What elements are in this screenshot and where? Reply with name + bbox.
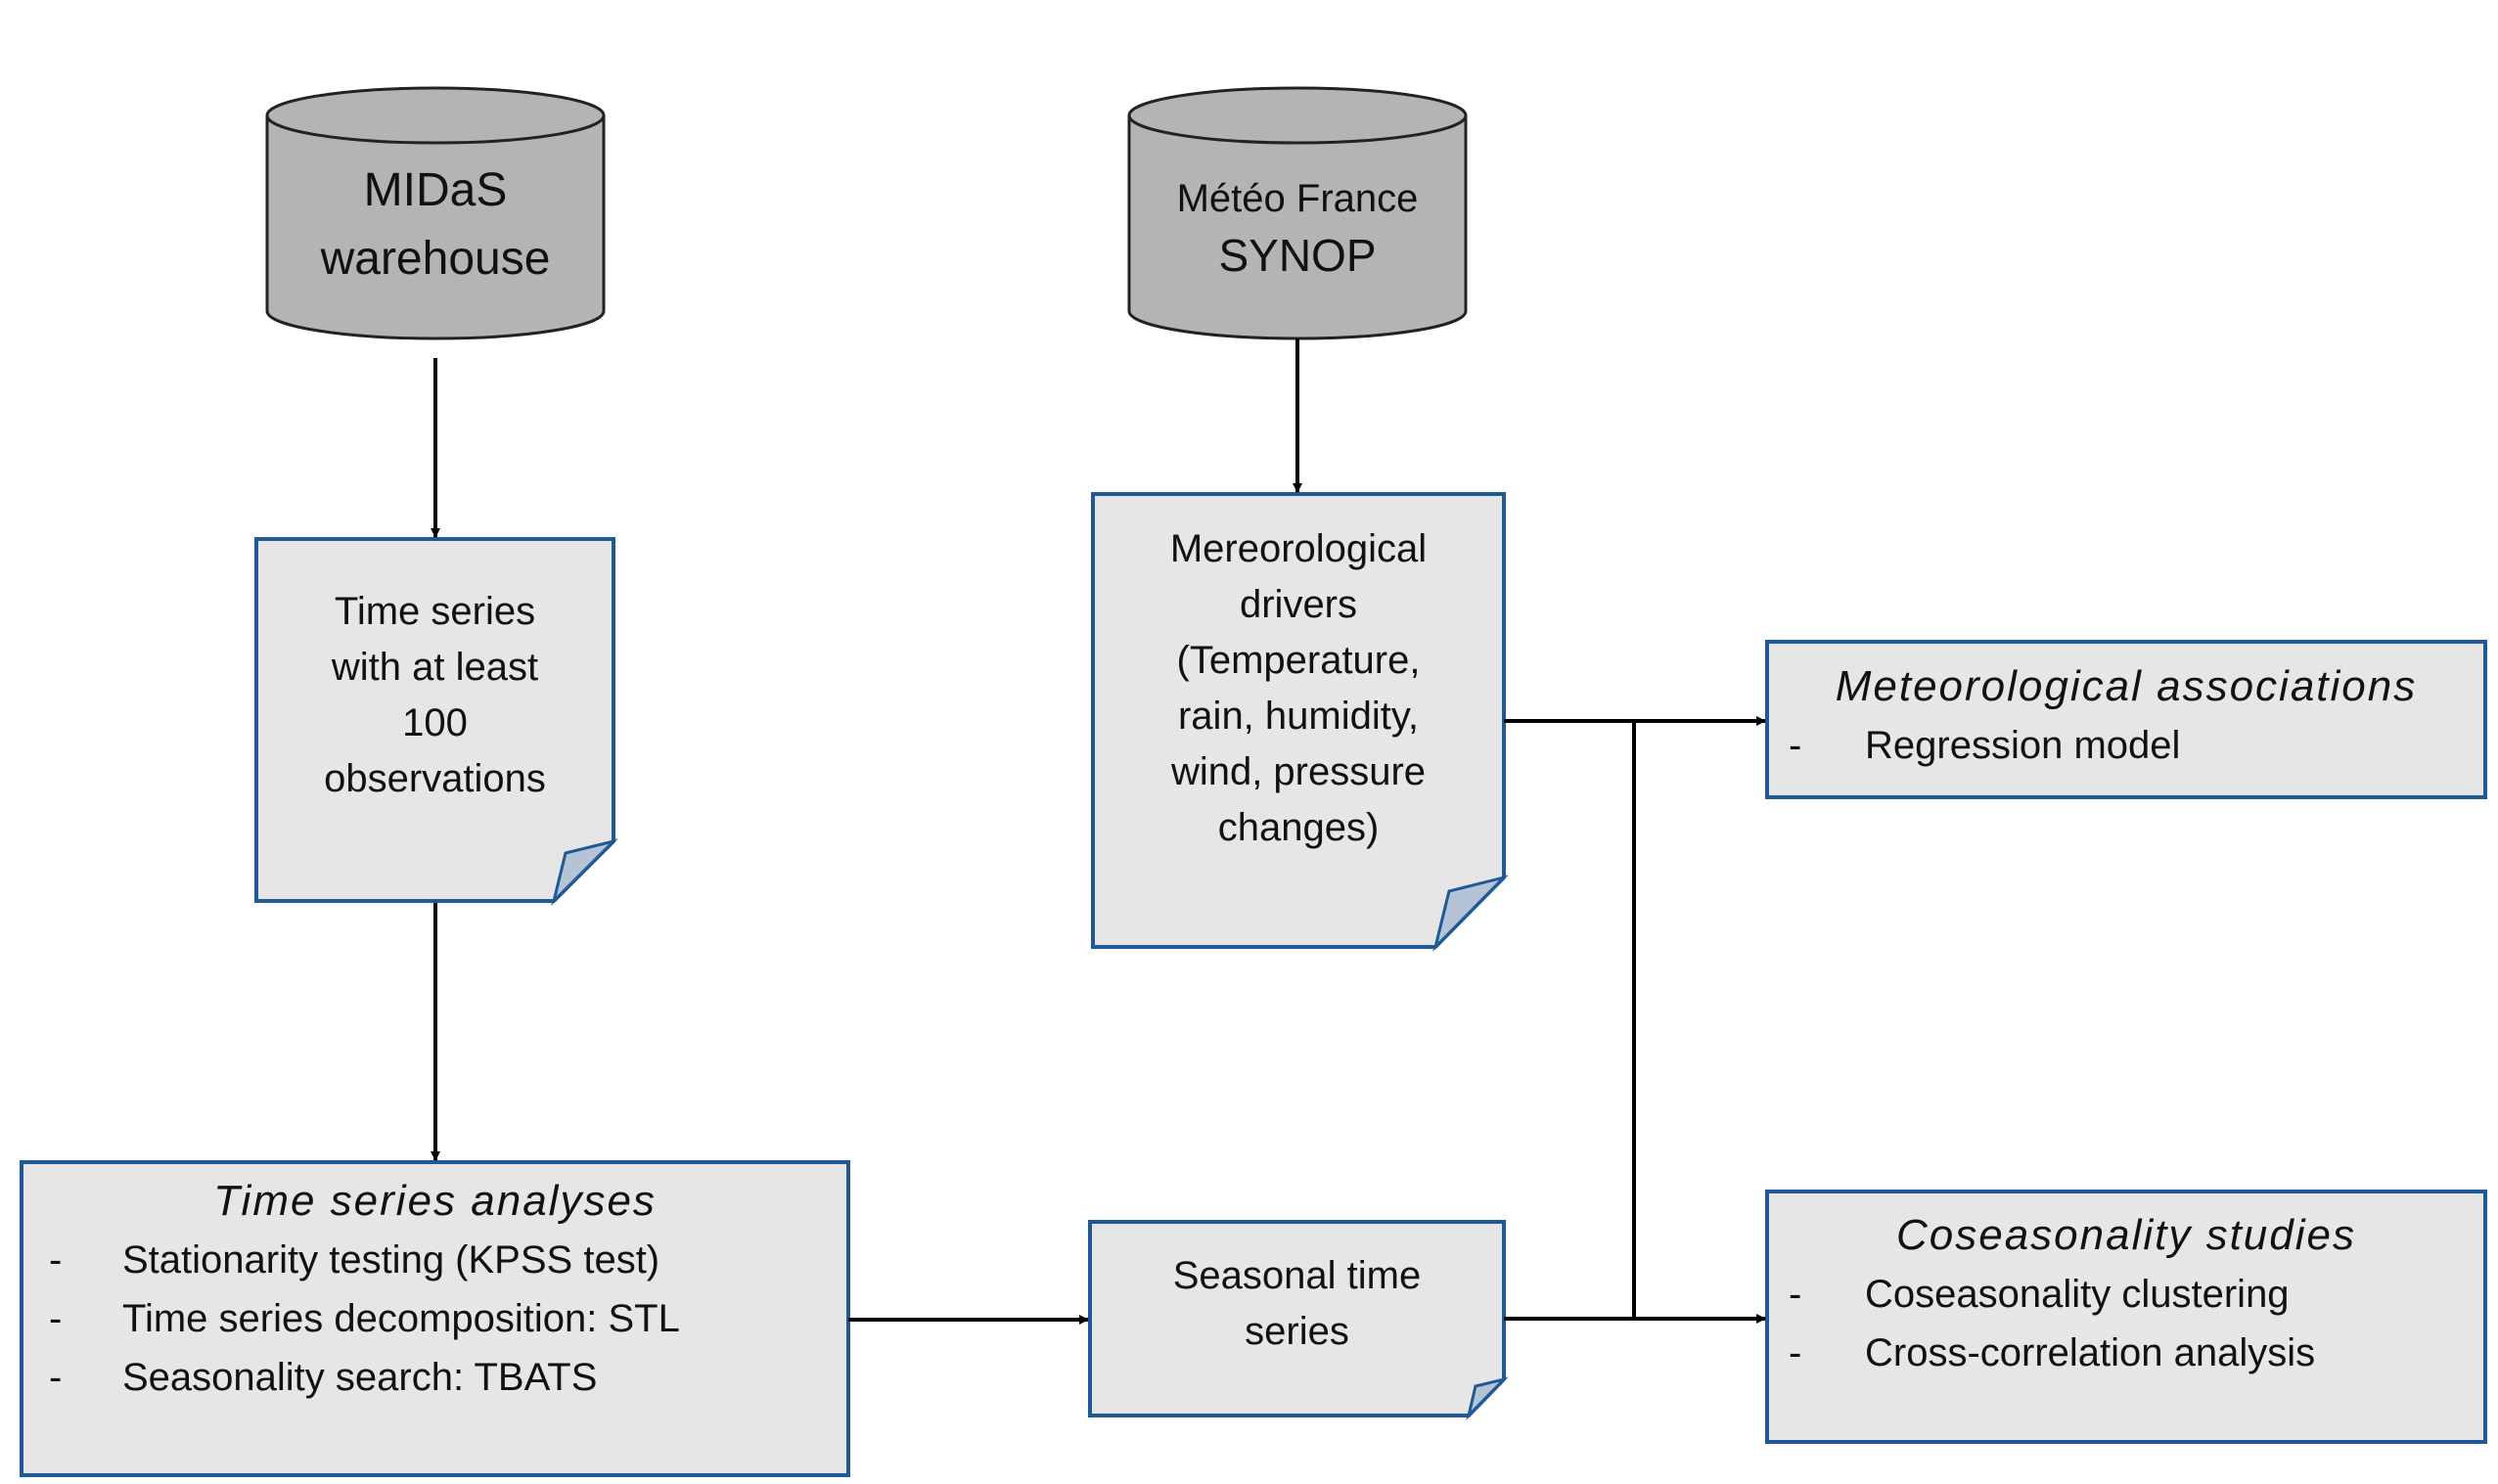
coseasonality-panel-shape bbox=[1765, 1190, 2487, 1444]
analyses-item: - Time series decomposition: STL bbox=[49, 1297, 680, 1340]
seasonal-line: series bbox=[1245, 1310, 1349, 1353]
analyses-item-text: Stationarity testing (KPSS test) bbox=[122, 1238, 660, 1282]
associations-panel-shape bbox=[1765, 640, 2487, 799]
meteo-drivers-line: drivers bbox=[1239, 583, 1358, 626]
midas-line1: MIDaS bbox=[363, 164, 508, 216]
coseasonality-item: - Cross-correlation analysis bbox=[1789, 1331, 2316, 1374]
meteo-line1: Météo France bbox=[1176, 177, 1419, 220]
meteo-line2: SYNOP bbox=[1218, 230, 1377, 281]
associations-item-text: Regression model bbox=[1865, 724, 2181, 767]
time-series-document-shape bbox=[254, 537, 618, 906]
associations-panel: Meteorological associations - Regression… bbox=[1767, 657, 2485, 775]
seasonal-document-shape bbox=[1088, 1220, 1509, 1420]
associations-item: - Regression model bbox=[1789, 724, 2181, 767]
associations-title: Meteorological associations bbox=[1835, 662, 2418, 710]
coseasonality-title: Coseasonality studies bbox=[1895, 1211, 2356, 1259]
seasonal-document: Seasonal time series bbox=[1090, 1248, 1504, 1360]
meteo-database-icon bbox=[1127, 86, 1468, 340]
meteo-drivers-line: changes) bbox=[1217, 806, 1380, 849]
midas-line2: warehouse bbox=[320, 233, 551, 285]
coseasonality-panel: Coseasonality studies - Coseasonality cl… bbox=[1767, 1206, 2485, 1382]
meteo-drivers-line: Mereorological bbox=[1169, 527, 1428, 570]
analyses-panel: Time series analyses - Stationarity test… bbox=[22, 1172, 848, 1407]
midas-source-label: MIDaS warehouse bbox=[267, 157, 604, 293]
time-series-line: observations bbox=[324, 757, 546, 800]
analyses-item-text: Seasonality search: TBATS bbox=[122, 1356, 598, 1399]
meteo-drivers-line: rain, humidity, bbox=[1177, 695, 1419, 738]
analyses-item-text: Time series decomposition: STL bbox=[122, 1297, 680, 1340]
midas-database-icon bbox=[265, 86, 606, 340]
coseasonality-item-text: Cross-correlation analysis bbox=[1865, 1331, 2316, 1374]
time-series-line: 100 bbox=[402, 701, 468, 744]
analyses-panel-shape bbox=[20, 1160, 850, 1477]
meteo-drivers-line: (Temperature, bbox=[1176, 639, 1421, 682]
meteo-drivers-document: Mereorological drivers (Temperature, rai… bbox=[1093, 521, 1504, 856]
analyses-title: Time series analyses bbox=[213, 1177, 657, 1225]
time-series-line: Time series bbox=[334, 590, 536, 633]
meteo-source-label: Météo France SYNOP bbox=[1129, 170, 1466, 284]
time-series-document: Time series with at least 100 observatio… bbox=[256, 584, 613, 807]
coseasonality-item: - Coseasonality clustering bbox=[1789, 1273, 2290, 1316]
analyses-item: - Stationarity testing (KPSS test) bbox=[49, 1238, 660, 1282]
coseasonality-item-text: Coseasonality clustering bbox=[1865, 1273, 2290, 1316]
time-series-line: with at least bbox=[331, 646, 539, 689]
seasonal-line: Seasonal time bbox=[1172, 1254, 1422, 1297]
meteo-drivers-document-shape bbox=[1091, 492, 1509, 952]
meteo-drivers-line: wind, pressure bbox=[1170, 750, 1427, 793]
analyses-item: - Seasonality search: TBATS bbox=[49, 1356, 598, 1399]
